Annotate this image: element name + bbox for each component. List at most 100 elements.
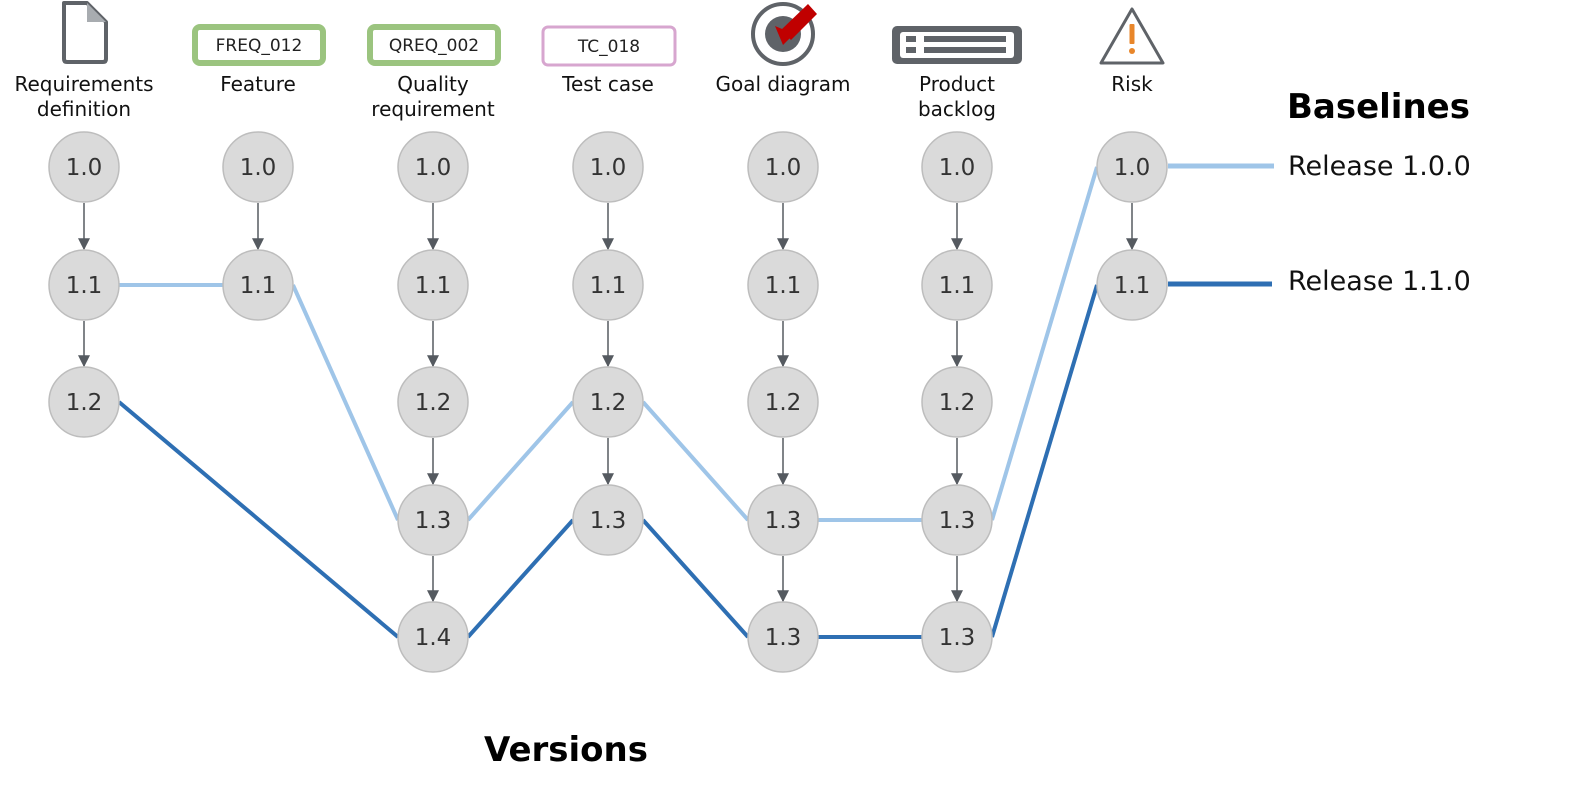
version-node-quality-requirement: 1.1: [397, 249, 469, 321]
version-node-product-backlog: 1.0: [921, 131, 993, 203]
baseline-segment-release-1-1-0: [641, 518, 750, 639]
version-node-label: 1.0: [415, 155, 452, 181]
version-node-test-case: 1.1: [572, 249, 644, 321]
version-node-circle: [48, 249, 120, 321]
column-label-product-backlog: Product: [919, 72, 995, 96]
version-node-label: 1.2: [590, 390, 627, 416]
version-node-risk: 1.1: [1096, 249, 1168, 321]
version-node-circle: [921, 601, 993, 673]
version-node-circle: [747, 131, 819, 203]
version-node-circle: [747, 366, 819, 438]
version-node-label: 1.0: [240, 155, 277, 181]
column-label-requirements-definition: Requirements: [14, 72, 153, 96]
version-node-label: 1.2: [415, 390, 452, 416]
column-label-feature: Feature: [220, 72, 296, 96]
version-node-product-backlog: 1.3: [921, 601, 993, 673]
version-node-circle: [921, 131, 993, 203]
column-label-test-case: Test case: [561, 72, 654, 96]
version-node-circle: [397, 601, 469, 673]
baselines-title: Baselines: [1287, 87, 1470, 127]
version-node-label: 1.1: [415, 273, 452, 299]
version-arrows: [78, 203, 1138, 603]
version-node-circle: [222, 131, 294, 203]
version-node-quality-requirement: 1.3: [397, 484, 469, 556]
quality-tag-text: QREQ_002: [389, 36, 479, 56]
version-node-label: 1.3: [415, 508, 452, 534]
versions-title: Versions: [484, 730, 648, 770]
version-node-circle: [222, 249, 294, 321]
version-node-goal-diagram: 1.1: [747, 249, 819, 321]
warning-icon: [1099, 7, 1165, 65]
version-node-circle: [747, 484, 819, 556]
version-node-circle: [1096, 131, 1168, 203]
feature-tag-text: FREQ_012: [216, 36, 303, 56]
version-node-circle: [921, 484, 993, 556]
column-label-quality-requirement: requirement: [371, 97, 495, 121]
version-node-circle: [572, 484, 644, 556]
version-node-goal-diagram: 1.2: [747, 366, 819, 438]
column-label-quality-requirement: Quality: [397, 72, 469, 96]
baseline-segment-release-1-1-0: [117, 400, 400, 639]
version-node-label: 1.3: [765, 508, 802, 534]
version-node-label: 1.1: [66, 273, 103, 299]
version-node-label: 1.1: [939, 273, 976, 299]
version-node-feature: 1.1: [222, 249, 294, 321]
version-node-circle: [397, 249, 469, 321]
document-icon: [62, 1, 108, 64]
version-node-circle: [397, 131, 469, 203]
version-node-product-backlog: 1.1: [921, 249, 993, 321]
version-node-label: 1.1: [1114, 273, 1151, 299]
version-node-circle: [747, 601, 819, 673]
version-node-requirements-definition: 1.2: [48, 366, 120, 438]
version-node-label: 1.0: [1114, 155, 1151, 181]
version-node-label: 1.2: [939, 390, 976, 416]
baseline-lines: [117, 166, 1099, 639]
version-node-quality-requirement: 1.4: [397, 601, 469, 673]
version-node-label: 1.2: [765, 390, 802, 416]
column-label-requirements-definition: definition: [37, 97, 131, 121]
version-node-circle: [572, 249, 644, 321]
version-node-circle: [572, 131, 644, 203]
version-node-quality-requirement: 1.2: [397, 366, 469, 438]
version-node-label: 1.0: [66, 155, 103, 181]
column-label-product-backlog: backlog: [918, 97, 996, 121]
version-node-requirements-definition: 1.1: [48, 249, 120, 321]
version-node-circle: [397, 484, 469, 556]
column-label-risk: Risk: [1111, 72, 1153, 96]
version-node-test-case: 1.2: [572, 366, 644, 438]
legend-release-1-1-0: Release 1.1.0: [1288, 266, 1471, 297]
testcase-tag: TC_018: [541, 25, 677, 67]
version-node-label: 1.3: [765, 625, 802, 651]
version-node-goal-diagram: 1.3: [747, 601, 819, 673]
version-node-risk: 1.0: [1096, 131, 1168, 203]
feature-tag: FREQ_012: [192, 24, 326, 66]
version-node-product-backlog: 1.2: [921, 366, 993, 438]
version-node-circle: [1096, 249, 1168, 321]
version-node-circle: [572, 366, 644, 438]
baseline-segment-release-1-1-0: [466, 518, 575, 639]
version-node-goal-diagram: 1.0: [747, 131, 819, 203]
baseline-segment-release-1-0-0: [291, 284, 400, 521]
backlog-list-icon: [892, 26, 1022, 64]
version-nodes: 1.0 1.1 1.2 1.0 1.1 1.0 1.1 1.2 1.3 1.4 1.0 1.1 1.2 1…: [48, 131, 1168, 673]
version-node-circle: [747, 249, 819, 321]
version-node-circle: [48, 366, 120, 438]
quality-tag: QREQ_002: [367, 24, 501, 66]
version-node-label: 1.4: [415, 625, 452, 651]
baseline-segment-release-1-0-0: [466, 400, 575, 522]
legend-release-1-0-0: Release 1.0.0: [1288, 151, 1471, 182]
version-node-label: 1.0: [590, 155, 627, 181]
baseline-segment-release-1-0-0: [641, 400, 750, 522]
version-node-goal-diagram: 1.3: [747, 484, 819, 556]
testcase-tag-text: TC_018: [577, 37, 640, 57]
version-node-label: 1.1: [240, 273, 277, 299]
goal-target-icon: [751, 2, 817, 66]
version-node-quality-requirement: 1.0: [397, 131, 469, 203]
version-node-label: 1.0: [939, 155, 976, 181]
version-node-circle: [921, 366, 993, 438]
version-node-circle: [921, 249, 993, 321]
version-node-label: 1.1: [590, 273, 627, 299]
baseline-segment-release-1-0-0: [990, 166, 1099, 521]
